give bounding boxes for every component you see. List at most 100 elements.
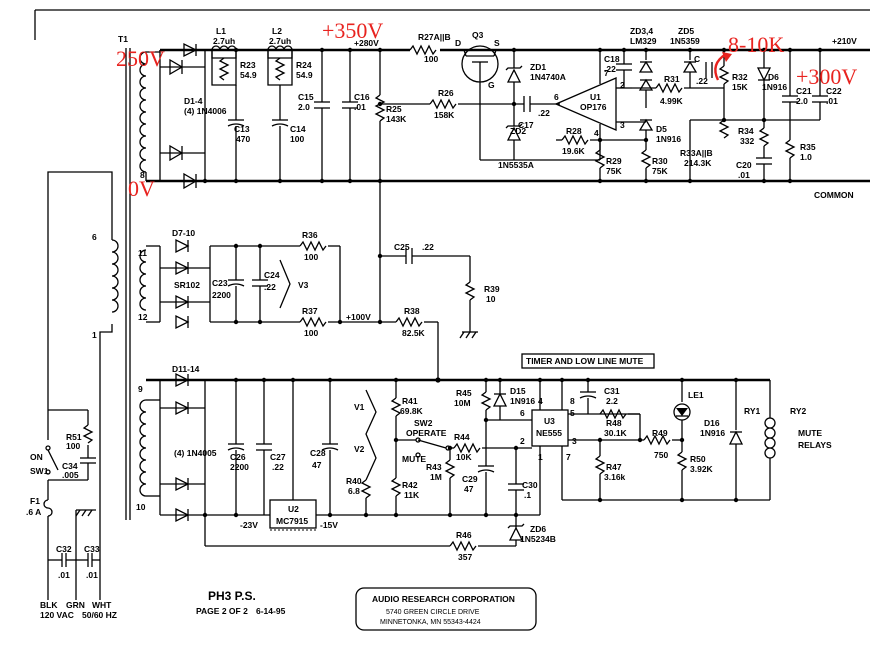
- c28-value: 47: [312, 460, 322, 470]
- d15-label: D15: [510, 386, 526, 396]
- c26-label: C26: [230, 452, 246, 462]
- sw2-mute: MUTE: [402, 454, 426, 464]
- c14-value: 100: [290, 134, 304, 144]
- zd6-label: ZD6: [530, 524, 546, 534]
- u1-pin2: 2: [620, 80, 625, 90]
- wire-wht: WHT: [92, 600, 112, 610]
- c33-value: .01: [86, 570, 98, 580]
- zd5-part: 1N5359: [670, 36, 700, 46]
- zd2-label: ZD2: [510, 126, 526, 136]
- ry1-label: RY1: [744, 406, 760, 416]
- r31-value: 4.99K: [660, 96, 684, 106]
- annotation-0v: 0V: [128, 176, 155, 201]
- rail-280v: +280V: [354, 38, 379, 48]
- u1-pin4: 4: [594, 128, 599, 138]
- r25-label: R25: [386, 104, 402, 114]
- c18-label: C18: [604, 54, 620, 64]
- d6-label: D6: [768, 72, 779, 82]
- c15-label: C15: [298, 92, 314, 102]
- d7-10-label: D7-10: [172, 228, 195, 238]
- c32-value: .01: [58, 570, 70, 580]
- u1-label: U1: [590, 92, 601, 102]
- u2-label: U2: [288, 504, 299, 514]
- r27-value: 100: [424, 54, 438, 64]
- t1-pin12: 12: [138, 312, 148, 322]
- timer-section-label: TIMER AND LOW LINE MUTE: [526, 356, 644, 366]
- zd6-part: 1N5234B: [520, 534, 556, 544]
- annotation-arrowhead: [722, 52, 732, 62]
- r46-label: R46: [456, 530, 472, 540]
- r47-label: R47: [606, 462, 622, 472]
- r28-label: R28: [566, 126, 582, 136]
- mute-relays-line2: RELAYS: [798, 440, 832, 450]
- c31-value: 2.2: [606, 396, 618, 406]
- r47-value: 3.16k: [604, 472, 626, 482]
- title-block: PH3 P.S. PAGE 2 OF 2 6-14-95 AUDIO RESEA…: [196, 587, 537, 631]
- v3-label: V3: [298, 280, 309, 290]
- r23-label: R23: [240, 60, 256, 70]
- d1-4-part: (4) 1N4006: [184, 106, 227, 116]
- c25-label: C25: [394, 242, 410, 252]
- r34-label: R34: [738, 126, 754, 136]
- u2-part: MC7915: [276, 516, 308, 526]
- t1-pin11: 11: [138, 248, 147, 258]
- c34-value: .005: [62, 470, 79, 480]
- c33-label: C33: [84, 544, 100, 554]
- r31-label: R31: [664, 74, 680, 84]
- r38-label: R38: [404, 306, 420, 316]
- t1-pin1: 1: [92, 330, 97, 340]
- c22-value: .01: [826, 96, 838, 106]
- r25-value: 143K: [386, 114, 407, 124]
- c17-label: C17: [518, 120, 534, 130]
- rail-100v: +100V: [346, 312, 371, 322]
- r51-label: R51: [66, 432, 82, 442]
- r26-value: 158K: [434, 110, 455, 120]
- d11-14-label: D11-14: [172, 364, 200, 374]
- c26-value: 2200: [230, 462, 249, 472]
- c27-label: C27: [270, 452, 286, 462]
- r30-value: 75K: [652, 166, 668, 176]
- t1-pin9: 9: [138, 384, 143, 394]
- d1-4-label: D1-4: [184, 96, 203, 106]
- r42-label: R42: [402, 480, 418, 490]
- r50-value: 3.92K: [690, 464, 714, 474]
- zd34-part: LM329: [630, 36, 657, 46]
- mains-input: ON SW1 R51 100 C34 .005 F1 .6 A C32 .01 …: [26, 171, 117, 620]
- u3-pin3: 3: [572, 436, 577, 446]
- r48-label: R48: [606, 418, 622, 428]
- r33-label: R33A||B: [680, 148, 713, 158]
- u3-pin2: 2: [520, 436, 525, 446]
- revision-date: 6-14-95: [256, 606, 286, 616]
- wire-blk: BLK: [40, 600, 58, 610]
- sw2-operate: OPERATE: [406, 428, 447, 438]
- c18-value: .22: [604, 64, 616, 74]
- red-annotations: 250V +350V 0V 8-10K +300V: [116, 18, 857, 201]
- l1-label: L1: [216, 26, 226, 36]
- r48-value: 30.1K: [604, 428, 628, 438]
- c29-value: 47: [464, 484, 474, 494]
- d16-label: D16: [704, 418, 720, 428]
- r46-value: 357: [458, 552, 472, 562]
- zd5-cap-label: C: [694, 54, 700, 64]
- r32-value: 15K: [732, 82, 748, 92]
- u1-pin3: 3: [620, 120, 625, 130]
- t1-pin10: 10: [136, 502, 146, 512]
- company-city: MINNETONKA, MN 55343-4424: [380, 619, 481, 626]
- r40-value: 6.8: [348, 486, 360, 496]
- c27-value: .22: [272, 462, 284, 472]
- company-name: AUDIO RESEARCH CORPORATION: [372, 594, 515, 604]
- d5-label: D5: [656, 124, 667, 134]
- r29-value: 75K: [606, 166, 622, 176]
- sw2-label: SW2: [414, 418, 433, 428]
- l2-value: 2.7uh: [269, 36, 291, 46]
- r33-value: 214.3K: [684, 158, 712, 168]
- mains-hz: 50/60 HZ: [82, 610, 117, 620]
- t1-pin8: 8: [140, 170, 145, 180]
- mains-vac: 120 VAC: [40, 610, 74, 620]
- r50-label: R50: [690, 454, 706, 464]
- sr102-label: SR102: [174, 280, 200, 290]
- zd5-label: ZD5: [678, 26, 694, 36]
- r45-label: R45: [456, 388, 472, 398]
- r30-label: R30: [652, 156, 668, 166]
